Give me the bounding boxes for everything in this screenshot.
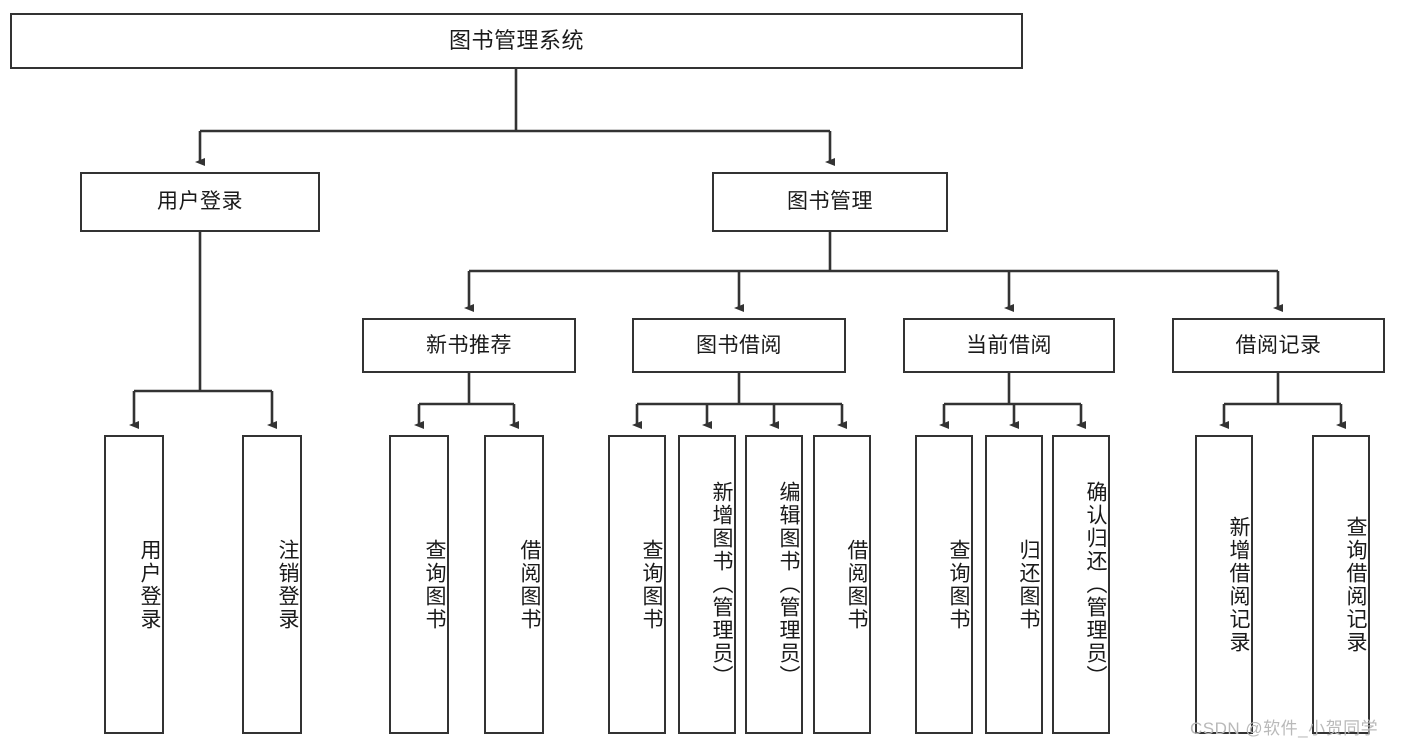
node-leaf-user-login[interactable]: 用户登录 [104,435,164,734]
node-root-label: 图书管理系统 [448,27,584,53]
node-leaf-query-book-2-label: 查询图书 [640,538,663,631]
node-borrow-record[interactable]: 借阅记录 [1172,318,1385,373]
node-leaf-add-book-label: 新增图书（管理员） [710,481,733,688]
node-leaf-query-book-1[interactable]: 查询图书 [389,435,449,734]
node-leaf-user-login-label: 用户登录 [138,538,161,631]
node-leaf-confirm-return-label: 确认归还（管理员） [1084,481,1107,688]
node-leaf-borrow-book-1-label: 借阅图书 [518,538,541,631]
node-borrow-record-label: 借阅记录 [1235,333,1322,357]
node-leaf-add-record[interactable]: 新增借阅记录 [1195,435,1253,734]
node-leaf-query-record-label: 查询借阅记录 [1344,515,1367,654]
node-book-borrow-label: 图书借阅 [696,333,782,357]
node-leaf-add-book[interactable]: 新增图书（管理员） [678,435,736,734]
node-book-borrow[interactable]: 图书借阅 [632,318,846,373]
node-leaf-query-book-3-label: 查询图书 [947,538,970,631]
node-leaf-borrow-book-2-label: 借阅图书 [845,538,868,631]
csdn-watermark: CSDN @软件_小贺同学 [1190,719,1379,738]
node-leaf-borrow-book-2[interactable]: 借阅图书 [813,435,871,734]
node-leaf-edit-book[interactable]: 编辑图书（管理员） [745,435,803,734]
node-current-borrow[interactable]: 当前借阅 [903,318,1115,373]
node-leaf-query-record[interactable]: 查询借阅记录 [1312,435,1370,734]
node-leaf-query-book-2[interactable]: 查询图书 [608,435,666,734]
node-new-book-recommend[interactable]: 新书推荐 [362,318,576,373]
node-leaf-add-record-label: 新增借阅记录 [1227,515,1250,654]
node-leaf-logout-label: 注销登录 [276,538,299,631]
node-root[interactable]: 图书管理系统 [10,13,1023,69]
node-leaf-edit-book-label: 编辑图书（管理员） [777,481,800,688]
node-user-login-label: 用户登录 [157,190,243,214]
node-leaf-logout[interactable]: 注销登录 [242,435,302,734]
node-leaf-return-book[interactable]: 归还图书 [985,435,1043,734]
node-new-book-recommend-label: 新书推荐 [426,333,512,357]
node-current-borrow-label: 当前借阅 [966,333,1052,357]
node-leaf-query-book-1-label: 查询图书 [423,538,446,631]
node-leaf-query-book-3[interactable]: 查询图书 [915,435,973,734]
node-book-manage[interactable]: 图书管理 [712,172,948,232]
node-user-login[interactable]: 用户登录 [80,172,320,232]
node-leaf-confirm-return[interactable]: 确认归还（管理员） [1052,435,1110,734]
node-leaf-return-book-label: 归还图书 [1017,538,1040,631]
node-leaf-borrow-book-1[interactable]: 借阅图书 [484,435,544,734]
node-book-manage-label: 图书管理 [787,190,873,214]
